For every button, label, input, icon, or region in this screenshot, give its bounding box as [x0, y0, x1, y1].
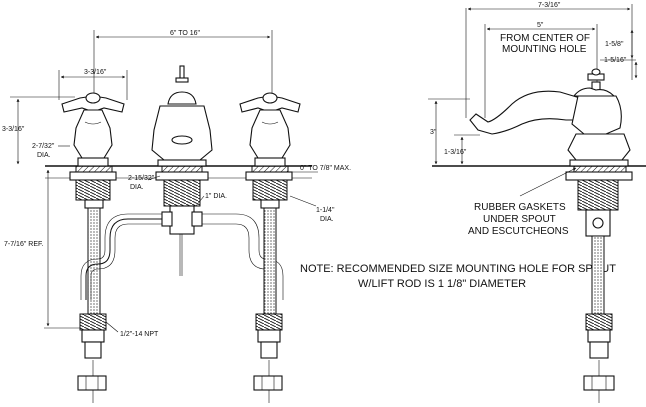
front-view: 6" TO 16" 3-3/16" 3-3/16" 2-7/32" DIA. — [2, 30, 351, 403]
shank-dia-text-1: 1-1/4" — [316, 207, 335, 214]
base-dia-text-2: DIA. — [37, 152, 51, 159]
gasket-callout-line-2: UNDER SPOUT — [483, 214, 556, 225]
base-dia-text-1: 2-7/32" — [32, 143, 55, 150]
right-supply-hose — [202, 213, 284, 300]
spout-base-leader — [147, 175, 161, 181]
left-valve-body — [69, 165, 117, 403]
spread-dimension-text: 6" TO 16" — [170, 30, 201, 37]
outlet-height-text: 1-3/16" — [444, 149, 467, 156]
handle-width-text: 3-3/16" — [84, 69, 107, 76]
mounting-hole-note: NOTE: RECOMMENDED SIZE MOUNTING HOLE FOR… — [300, 263, 616, 290]
from-center-text-2: MOUNTING HOLE — [502, 44, 587, 55]
thread-text: 1/2"-14 NPT — [120, 331, 159, 338]
spout-base-dia-text-1: 2-15/32" — [128, 175, 155, 182]
below-deck-text: 7-7/16" REF. — [4, 241, 44, 248]
deck-thickness-text: 0" TO 7/8" MAX. — [300, 165, 351, 172]
tee-dia-leader — [195, 195, 205, 207]
left-handle — [61, 92, 125, 167]
side-spout — [469, 68, 631, 167]
from-center-text-1: FROM CENTER OF — [500, 33, 590, 44]
right-valve-body — [245, 165, 293, 403]
spout-base-dia-text-2: DIA. — [130, 184, 144, 191]
center-spout — [151, 65, 213, 276]
offset-a-text: 1-5/8" — [605, 41, 624, 48]
thread-leader — [105, 321, 119, 333]
gasket-callout-line-1: RUBBER GASKETS — [474, 202, 566, 213]
left-supply-hose — [85, 218, 162, 300]
overall-reach-text: 7-3/16" — [538, 2, 561, 9]
spout-height-text: 3" — [430, 129, 437, 136]
side-view: 7-3/16" 5" FROM CENTER OF MOUNTING HOLE … — [428, 2, 646, 403]
shank-dia-text-2: DIA. — [320, 216, 334, 223]
right-handle — [239, 92, 301, 167]
note-line-2: W/LIFT ROD IS 1 1/8" DIAMETER — [358, 278, 526, 290]
gasket-leader — [519, 167, 577, 197]
tee-dia-text: 1" DIA. — [205, 193, 227, 200]
shank-dia-leader — [289, 195, 317, 207]
gasket-callout-line-3: AND ESCUTCHEONS — [468, 226, 569, 237]
side-valve-body — [565, 165, 633, 403]
note-line-1: NOTE: RECOMMENDED SIZE MOUNTING HOLE FOR… — [300, 263, 616, 275]
spout-reach-text: 5" — [537, 22, 544, 29]
handle-height-text: 3-3/16" — [2, 126, 25, 133]
offset-b-text: 1-5/16" — [604, 57, 627, 64]
